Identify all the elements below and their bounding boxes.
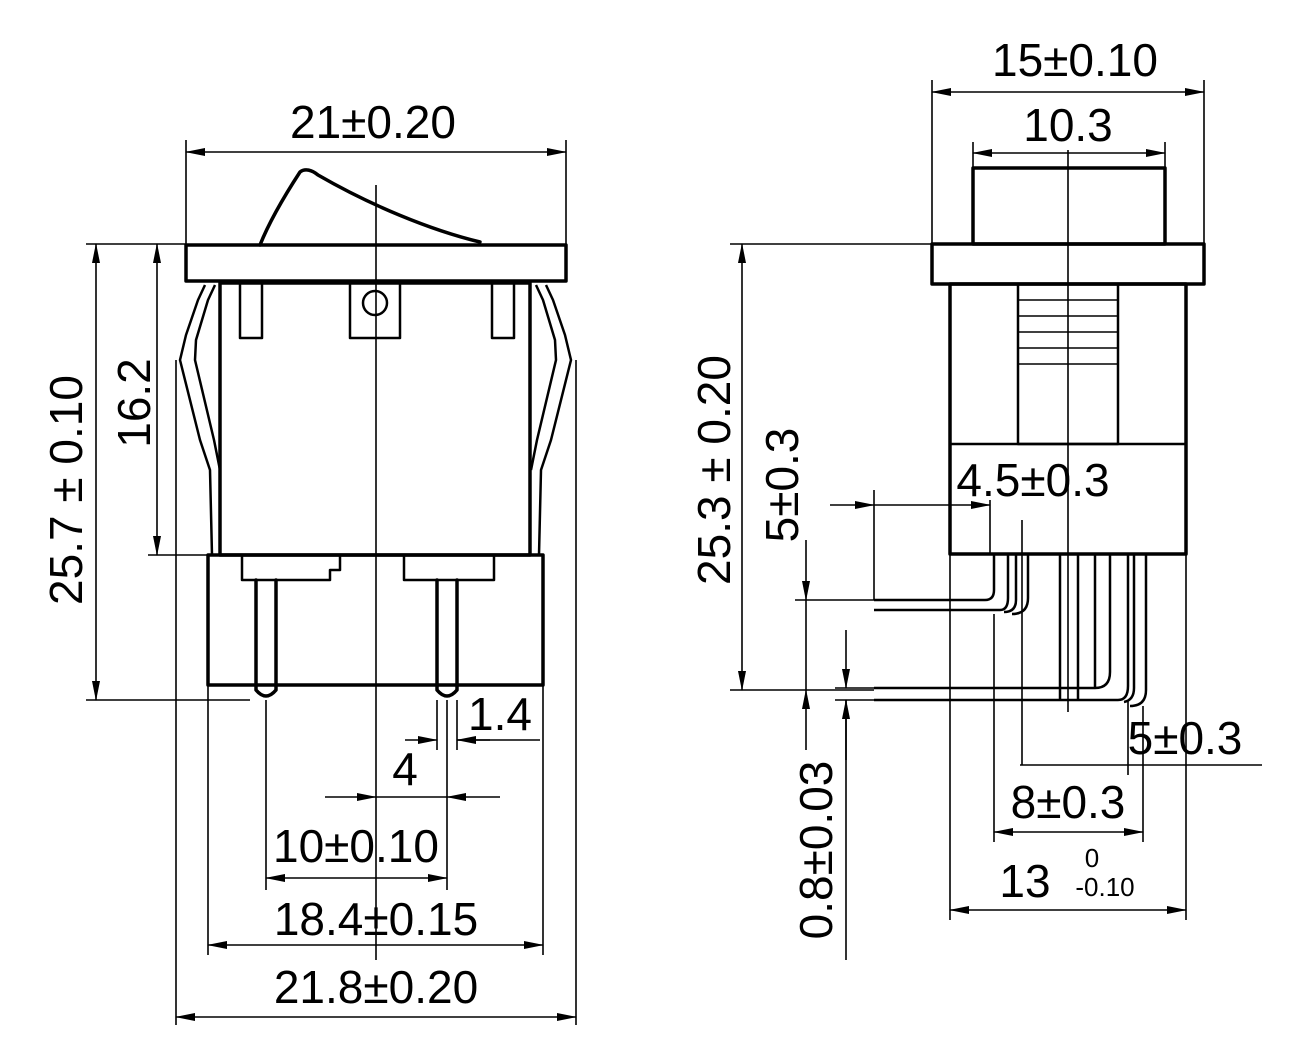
- dim-pin-spacing: 8±0.3: [1011, 776, 1126, 828]
- side-view: [874, 150, 1206, 712]
- rocker-side: [971, 166, 1167, 246]
- dim-overall-width: 21.8±0.20: [274, 961, 478, 1013]
- dim-bend-height: 5±0.3: [756, 428, 808, 543]
- left-latch-tab: [238, 281, 264, 340]
- side-dimensions: 15±0.10 10.3 25.3 ± 0.20 5±0.3 4.5±0.3 0…: [688, 34, 1262, 960]
- dim-flange-width: 15±0.10: [992, 34, 1158, 86]
- front-dimensions: 21±0.20 25.7 ± 0.10 16.2 1.4 4 10±0.10 1: [40, 96, 577, 1025]
- rocker-actuator: [258, 168, 482, 247]
- dim-height-total: 25.7 ± 0.10: [40, 375, 92, 605]
- dim-terminal-pitch: 10±0.10: [273, 820, 439, 872]
- right-terminal: [435, 578, 459, 698]
- dim-terminal-width: 1.4: [468, 688, 532, 740]
- terminal-base: [206, 553, 545, 687]
- screw-boss: [348, 281, 402, 340]
- dim-pin-offset: 5±0.3: [1128, 712, 1243, 764]
- housing-body: [218, 281, 532, 557]
- right-spring-clip: [537, 284, 573, 556]
- side-ribs: [1018, 299, 1118, 365]
- dim-height-body: 16.2: [108, 358, 160, 448]
- bent-terminal-lower: [874, 554, 1130, 702]
- screw-hole-icon: [361, 289, 389, 317]
- dim-body-depth: 13: [999, 855, 1050, 907]
- left-spring-clip: [178, 284, 214, 556]
- bent-terminal-upper: [874, 554, 1010, 612]
- right-terminal-shoulder: [402, 555, 496, 582]
- bent-terminal-rear: [1123, 554, 1148, 708]
- dim-rocker-width: 10.3: [1023, 99, 1113, 151]
- dim-width-top: 21±0.20: [290, 96, 456, 148]
- dim-pin-thickness: 0.8±0.03: [790, 761, 842, 940]
- bent-terminal-mid: [1003, 554, 1030, 616]
- dim-body-depth-tol-lower: -0.10: [1075, 872, 1134, 902]
- right-latch-tab: [490, 281, 516, 340]
- dim-body-depth-tol-upper: 0: [1085, 843, 1099, 873]
- left-spring-clip-inner: [193, 284, 222, 471]
- left-terminal-shoulder: [240, 555, 342, 582]
- dim-bend-length: 4.5±0.3: [956, 454, 1109, 506]
- dim-side-height: 25.3 ± 0.20: [688, 355, 740, 585]
- right-spring-clip-inner: [529, 284, 558, 471]
- dim-body-width: 18.4±0.15: [274, 893, 478, 945]
- left-terminal: [254, 578, 278, 698]
- dim-terminal-offset: 4: [392, 743, 418, 795]
- front-view: [178, 168, 573, 960]
